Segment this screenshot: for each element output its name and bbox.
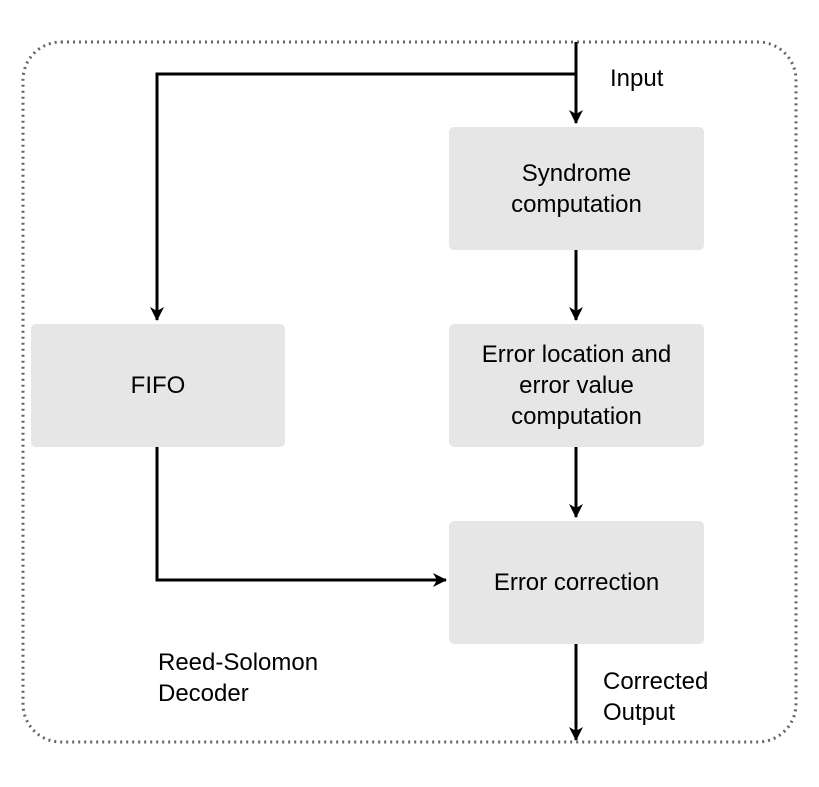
fifo-label: FIFO [130, 372, 186, 399]
output-label: Corrected Output [603, 668, 709, 726]
error-correction-label: Error correction [493, 569, 660, 596]
syndrome-computation-block: Syndrome computation [449, 127, 704, 250]
error-location-label: Error location and error value computati… [481, 341, 672, 430]
error-location-block: Error location and error value computati… [449, 324, 704, 447]
decoder-name-label: Reed-Solomon Decoder [158, 649, 319, 707]
syndrome-computation-label: Syndrome computation [511, 159, 642, 218]
input-label: Input [610, 65, 664, 92]
decoder-container-border [21, 40, 798, 744]
input-to-fifo-arrow [150, 72, 576, 321]
error-correction-block: Error correction [449, 521, 704, 644]
fifo-to-correction-arrow [155, 447, 447, 587]
fifo-block: FIFO [31, 324, 285, 447]
